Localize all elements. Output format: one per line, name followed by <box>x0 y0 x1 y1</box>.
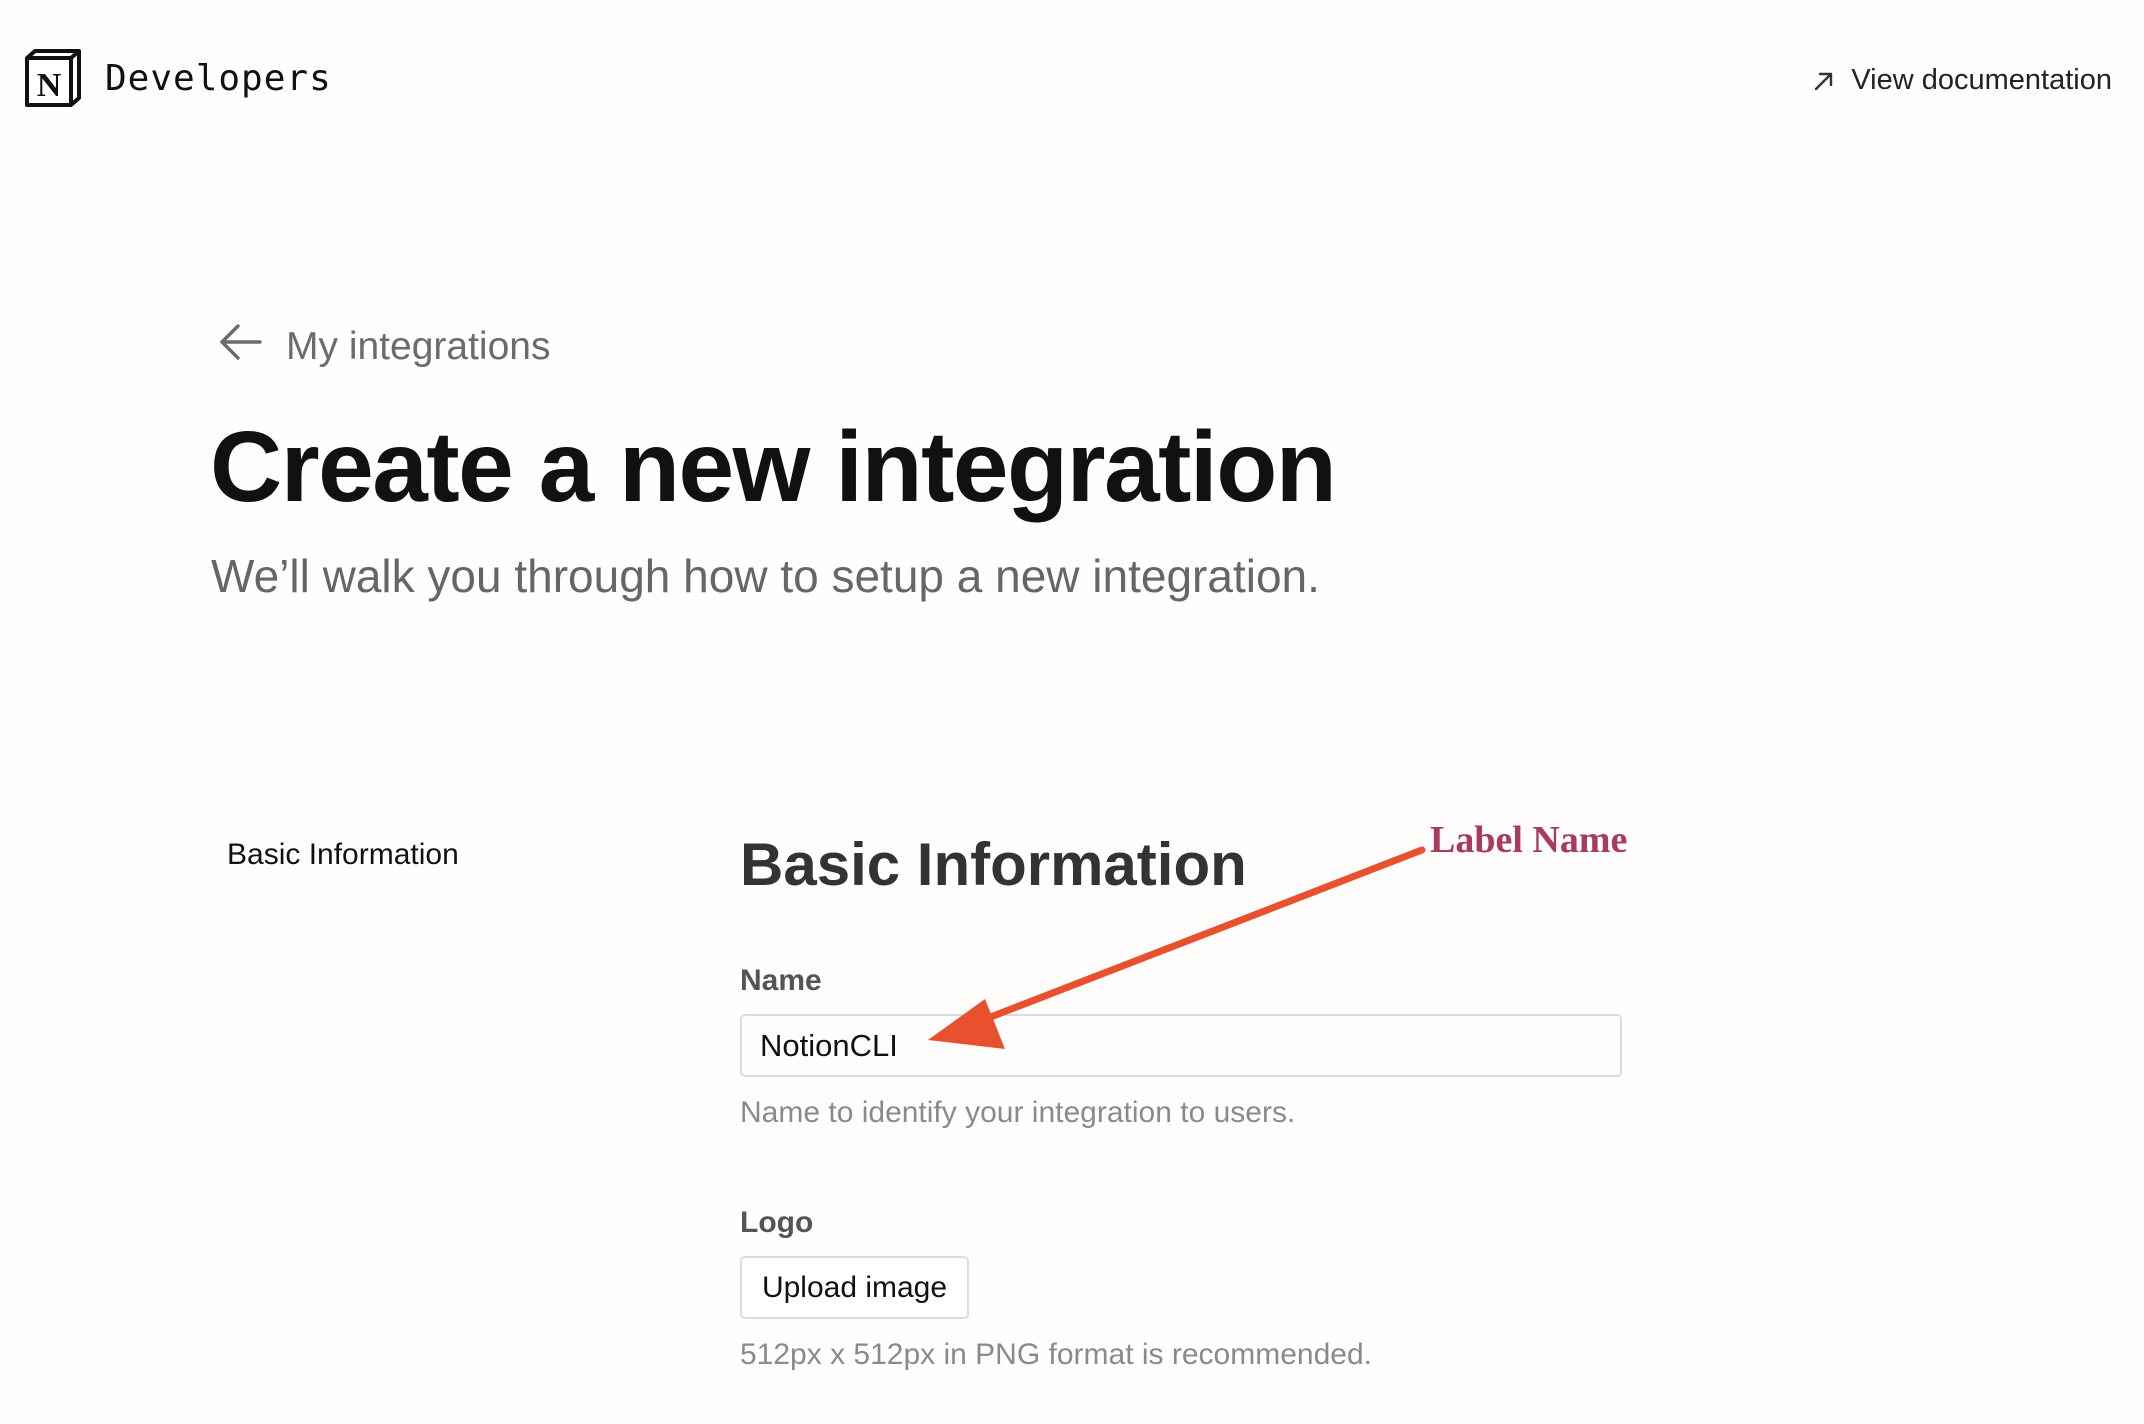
logo-glyph: N <box>37 67 62 104</box>
name-input[interactable] <box>740 1014 1622 1077</box>
notion-logo-icon: N <box>23 48 83 108</box>
annotation-label: Label Name <box>1430 819 1628 861</box>
brand-logo[interactable]: N Developers <box>23 46 332 110</box>
brand-name: Developers <box>105 57 332 99</box>
section-title: Basic Information <box>740 831 1247 898</box>
side-nav-item-basic-information[interactable]: Basic Information <box>227 838 459 871</box>
upload-image-button[interactable]: Upload image <box>740 1256 969 1319</box>
name-field-label: Name <box>740 964 822 997</box>
name-help-text: Name to identify your integration to use… <box>740 1096 1296 1129</box>
page-subtitle: We’ll walk you through how to setup a ne… <box>211 550 1320 602</box>
back-to-my-integrations-link[interactable]: My integrations <box>218 322 550 372</box>
logo-field-label: Logo <box>740 1206 814 1239</box>
view-documentation-label: View documentation <box>1851 64 2112 96</box>
logo-help-text: 512px x 512px in PNG format is recommend… <box>740 1338 1372 1371</box>
arrow-up-right-icon <box>1813 70 1835 92</box>
view-documentation-link[interactable]: View documentation <box>1813 64 2112 97</box>
back-link-label: My integrations <box>286 325 551 368</box>
arrow-left-icon <box>218 322 264 372</box>
page-title: Create a new integration <box>210 411 1337 523</box>
